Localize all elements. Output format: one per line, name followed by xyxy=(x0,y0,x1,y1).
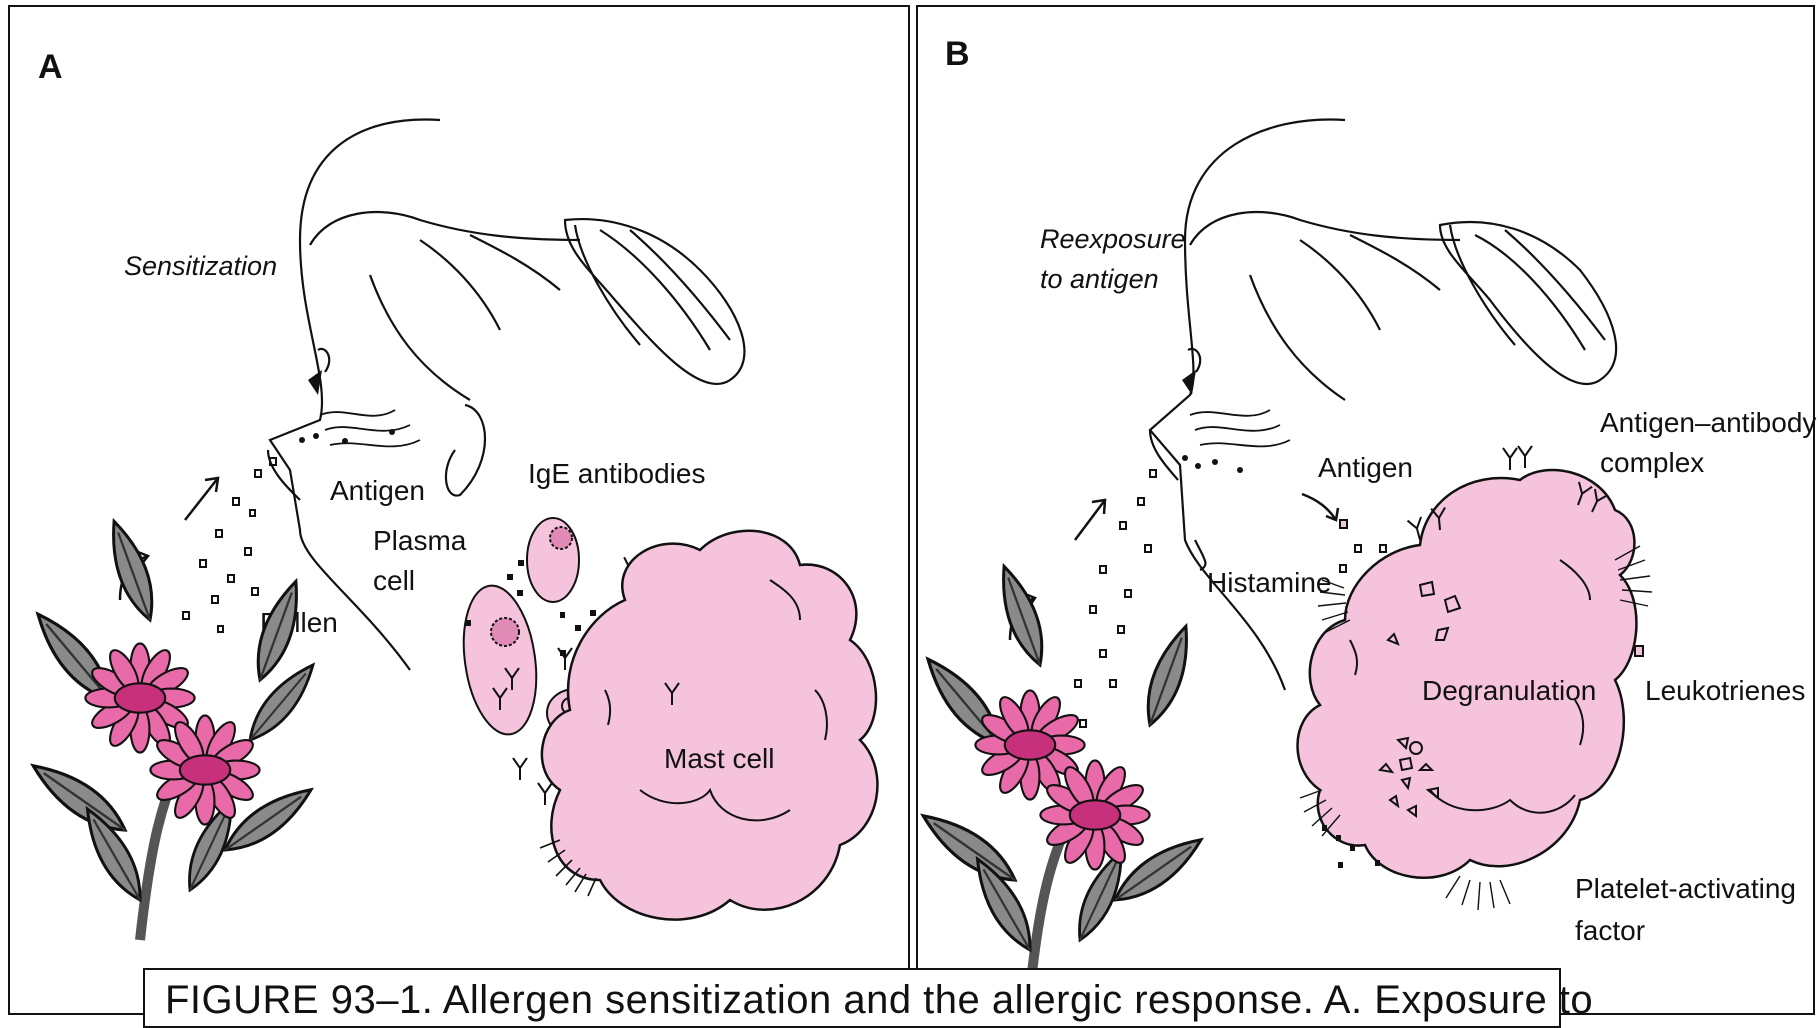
label-antigen-b: Antigen xyxy=(1318,452,1413,483)
panel-a-letter: A xyxy=(38,48,63,86)
label-plasma-a: Plasma xyxy=(373,525,467,556)
label-histamine-b: Histamine xyxy=(1207,567,1331,598)
nasal-dots-b xyxy=(1182,455,1243,473)
panel-b-letter: B xyxy=(945,35,970,73)
figure-caption: FIGURE 93–1. Allergen sensitization and … xyxy=(165,978,1593,1023)
nasal-passage-a xyxy=(320,410,420,446)
panel-b-title-1: Reexposure xyxy=(1040,224,1186,254)
label-paf-b-1: Platelet-activating xyxy=(1575,873,1796,904)
granule-leukotriene-b xyxy=(1635,646,1643,656)
eye-b xyxy=(1182,370,1196,395)
mast-cell-b xyxy=(1298,470,1637,878)
label-paf-b-2: factor xyxy=(1575,915,1645,946)
label-plasma-a-2: cell xyxy=(373,565,415,596)
panel-a-title: Sensitization xyxy=(124,251,277,281)
panel-a: A Sensitization xyxy=(25,48,877,940)
panel-b-title-2: to antigen xyxy=(1040,264,1159,294)
nasal-passage-b xyxy=(1190,410,1290,446)
label-antigen-a: Antigen xyxy=(330,475,425,506)
eye-a xyxy=(308,370,322,395)
label-ige-a: IgE antibodies xyxy=(528,458,705,489)
label-mast-cell-a: Mast cell xyxy=(664,743,774,774)
label-leukotrienes-b: Leukotrienes xyxy=(1645,675,1805,706)
flower-plant-b xyxy=(915,562,1209,990)
label-complex-b-1: Antigen–antibody xyxy=(1600,407,1816,438)
label-complex-b-2: complex xyxy=(1600,447,1704,478)
label-degranulation-b: Degranulation xyxy=(1422,675,1596,706)
pollen-grains-a xyxy=(183,458,276,632)
flower-plant-a xyxy=(25,517,323,940)
panel-b: B Reexposure to antigen xyxy=(915,35,1816,990)
